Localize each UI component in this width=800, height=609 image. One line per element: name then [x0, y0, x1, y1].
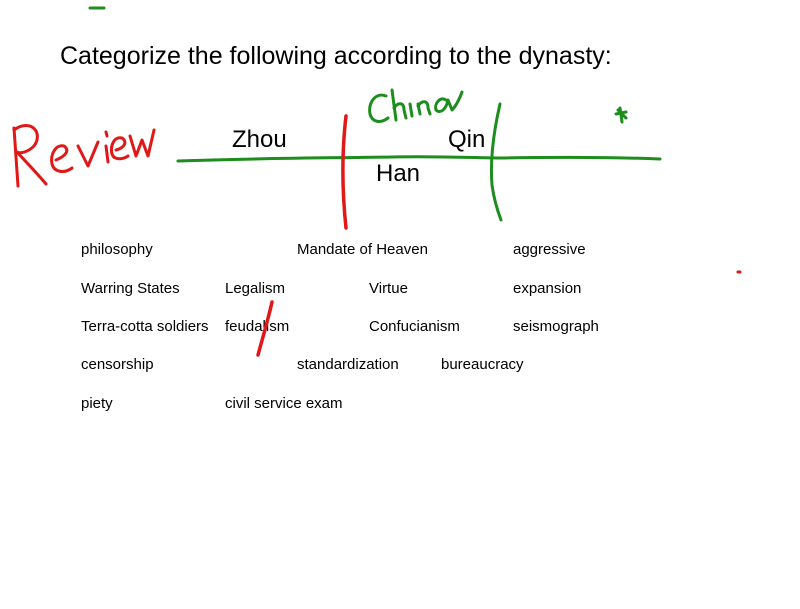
term-item: feudalism [225, 318, 290, 335]
term-item: Mandate of Heaven [297, 241, 428, 258]
handwritten-china [368, 88, 464, 123]
timeline-divider-qin [489, 102, 503, 222]
dynasty-label-han: Han [376, 160, 421, 187]
slide-title: Categorize the following according to th… [60, 42, 612, 70]
term-item: Legalism [225, 280, 286, 297]
term-item: Terra-cotta soldiers [81, 318, 209, 335]
term-item: bureaucracy [441, 356, 524, 373]
term-item: piety [81, 395, 113, 412]
term-item: aggressive [513, 241, 586, 258]
dynasty-label-zhou: Zhou [232, 126, 287, 153]
term-item: censorship [81, 356, 154, 373]
term-item: standardization [297, 356, 399, 373]
term-item: philosophy [81, 241, 153, 258]
term-item: Confucianism [369, 318, 460, 335]
term-item: civil service exam [225, 395, 343, 412]
term-item: seismograph [513, 318, 599, 335]
term-item: expansion [513, 280, 582, 297]
term-item: Warring States [81, 280, 180, 297]
timeline-divider-red [341, 114, 348, 230]
term-item: Virtue [369, 280, 408, 297]
dynasty-label-qin: Qin [448, 126, 486, 153]
green-star-mark [614, 106, 628, 124]
handwritten-review [12, 123, 156, 188]
